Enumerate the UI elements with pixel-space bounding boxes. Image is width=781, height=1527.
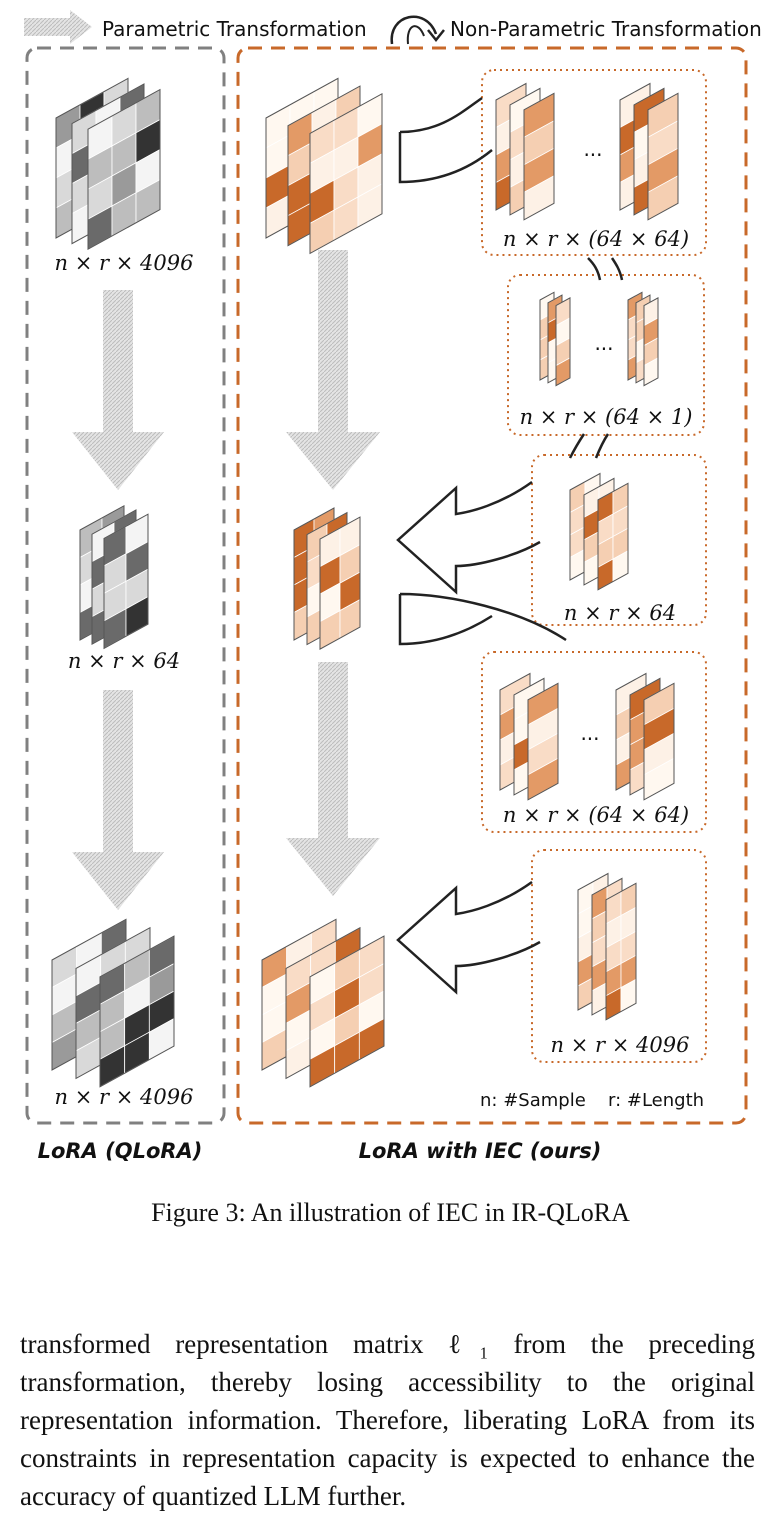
left-dim-3: n × r × 4096	[55, 1085, 194, 1109]
right-matrix-3-layer-3	[309, 935, 385, 1088]
ellipsis-2: ...	[594, 331, 613, 355]
nonparametric-arrows	[396, 96, 624, 995]
left-matrix-2-layer-3	[103, 513, 149, 650]
matrix-stacks	[51, 77, 679, 1088]
subbox-5	[531, 849, 707, 1063]
big-arrow-1	[396, 480, 541, 595]
subbox4-matrix-b-layer-3	[643, 682, 675, 801]
subbox1-matrix-b-layer-3	[647, 92, 679, 221]
right-dim-3: n × r × 64	[564, 601, 676, 625]
curve-top	[398, 96, 493, 184]
right-panel-box	[236, 46, 748, 1125]
left-panel-label: LoRA (QLoRA)	[38, 1139, 203, 1163]
right-down-arrow-1	[286, 250, 380, 490]
left-dim-1: n × r × 4096	[55, 251, 194, 275]
left-down-arrow-1	[72, 290, 164, 490]
legend: Parametric Transformation Non-Parametric…	[24, 10, 762, 45]
legend-nonparametric-label: Non-Parametric Transformation	[450, 17, 762, 41]
right-dim-2: n × r × (64 × 1)	[520, 405, 693, 429]
subbox-3	[531, 454, 707, 626]
ellipsis-1: ...	[583, 137, 602, 161]
parametric-arrows	[72, 250, 380, 910]
parametric-arrow-icon	[24, 10, 92, 44]
connector-2	[568, 433, 586, 459]
right-dim-1: n × r × (64 × 64)	[503, 227, 689, 251]
right-down-arrow-2	[286, 662, 380, 896]
subbox2-matrix-b-layer-3	[643, 297, 659, 387]
note-r: r: #Length	[608, 1090, 704, 1111]
left-dim-2: n × r × 64	[68, 649, 180, 673]
right-dim-5: n × r × 4096	[551, 1033, 690, 1057]
subbox-2	[507, 274, 705, 436]
body-paragraph: transformed representation matrix ℓ₁ fro…	[20, 1325, 755, 1515]
connector-2b	[594, 433, 610, 459]
connector-1b	[610, 257, 624, 281]
left-down-arrow-2	[72, 690, 164, 910]
subbox1-matrix-a-layer-3	[523, 92, 555, 221]
note-n: n: #Sample	[480, 1090, 586, 1111]
sub-boxes	[481, 69, 707, 1063]
curve-mid	[398, 592, 567, 646]
left-matrix-1-layer-3	[87, 88, 161, 251]
big-arrow-2	[396, 880, 541, 995]
right-panel-label: LoRA with IEC (ours)	[359, 1139, 602, 1163]
subbox5-matrix-layer-3	[605, 882, 637, 1021]
ellipses: ... ... ...	[580, 137, 613, 745]
right-matrix-1-layer-3	[309, 92, 383, 255]
right-dim-4: n × r × (64 × 64)	[503, 803, 689, 827]
subbox2-matrix-a-layer-3	[555, 297, 571, 387]
nonparametric-arrow-icon	[390, 15, 445, 45]
legend-parametric-label: Parametric Transformation	[102, 17, 367, 41]
subbox4-matrix-a-layer-3	[527, 682, 559, 801]
left-matrix-3-layer-3	[99, 935, 175, 1088]
subbox-4	[481, 651, 707, 833]
connector-1	[587, 257, 602, 281]
dim-labels: n × r × 4096 n × r × 64 n × r × 4096 n ×…	[55, 227, 693, 1109]
left-panel-box	[25, 46, 226, 1125]
ellipsis-3: ...	[580, 721, 599, 745]
body-text: transformed representation matrix ℓ₁ fro…	[20, 1329, 755, 1511]
right-matrix-2-layer-3	[319, 516, 361, 650]
subbox-1	[481, 69, 707, 256]
subbox3-matrix-layer-3	[597, 482, 629, 591]
figure-caption: Figure 3: An illustration of IEC in IR-Q…	[151, 1198, 630, 1227]
